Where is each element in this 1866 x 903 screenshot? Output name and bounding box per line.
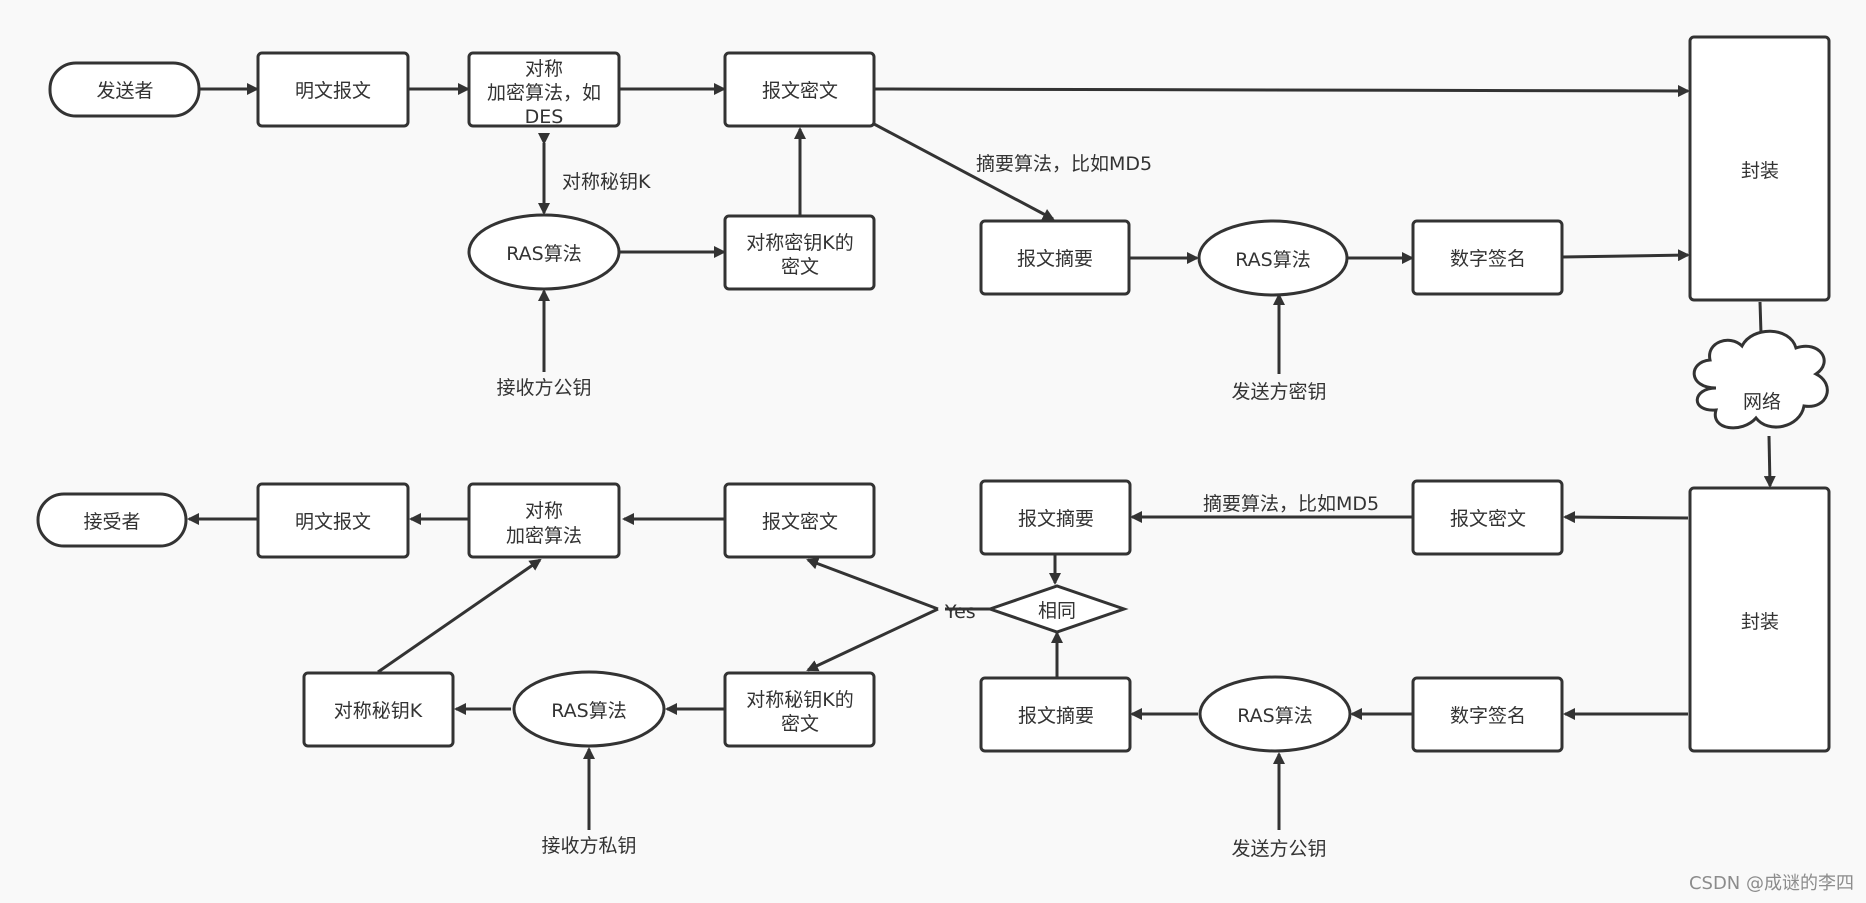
node-rsa-sign-label: RAS算法 [1235,249,1311,271]
edge-sig1-pack1 [1561,249,1690,262]
node-rsa-decrypt-key: RAS算法 [512,670,666,748]
node-rsa-verify: RAS算法 [1198,675,1352,753]
node-digest-top-label: 报文摘要 [1017,248,1093,270]
label-sender-public-key: 发送方公钥 [1231,838,1326,860]
node-ciphertext-top: 报文密文 [723,51,876,128]
node-symkey-label: 对称秘钥K [334,700,423,722]
node-symkey-cipher-bottom-line2: 密文 [781,713,819,735]
label-yes: Yes [944,601,976,623]
node-sym-encrypt: 对称 加密算法，如 DES [467,51,621,128]
node-symkey-cipher-top: 对称密钥K的 密文 [723,214,876,291]
node-plaintext-top: 明文报文 [256,51,410,128]
node-ciphertext-bottom-label: 报文密文 [762,511,838,533]
node-plaintext-top-label: 明文报文 [295,80,371,102]
label-receiver-private-key: 接收方私钥 [541,835,636,857]
node-package-bottom: 封装 [1688,486,1831,753]
node-sym-decrypt-line2: 加密算法 [506,525,582,547]
edge-pack2-cipher2 [1563,511,1689,524]
node-digest-computed-label: 报文摘要 [1018,508,1094,530]
watermark: CSDN @成谜的李四 [1688,873,1854,894]
node-rsa-decrypt-key-label: RAS算法 [551,700,627,722]
node-ciphertext-received-label: 报文密文 [1450,508,1526,530]
network-cloud-icon [1692,329,1829,430]
edge-yes-symkeyenc2 [806,607,939,672]
node-package-bottom-label: 封装 [1741,611,1779,633]
node-ciphertext-bottom: 报文密文 [723,482,876,559]
node-sym-encrypt-line1: 对称 [525,58,563,80]
node-sym-encrypt-line3: DES [525,106,564,128]
node-sender: 发送者 [48,61,201,118]
node-signature-received: 数字签名 [1411,676,1564,753]
edge-cipher1-pack1 [873,84,1690,97]
node-digest-computed: 报文摘要 [979,479,1132,556]
node-digest-decrypted: 报文摘要 [979,676,1132,753]
node-signature-received-label: 数字签名 [1450,705,1526,727]
edge-labels: 对称秘钥K 接收方公钥 摘要算法，比如MD5 发送方密钥 摘要算法，比如MD5 … [496,153,1379,860]
node-plaintext-bottom-label: 明文报文 [295,511,371,533]
node-package-top: 封装 [1688,35,1831,302]
node-rsa-encrypt-key: RAS算法 [467,213,621,291]
node-receiver: 接受者 [36,492,188,548]
node-same-decision-label: 相同 [1038,600,1076,622]
edge-cipher1-digest1 [873,122,1055,221]
node-sym-decrypt: 对称 加密算法 [467,482,621,559]
node-sym-encrypt-line2: 加密算法，如 [487,82,601,104]
node-symkey-cipher-bottom-line1: 对称秘钥K的 [746,689,853,711]
node-symkey-cipher-top-line2: 密文 [781,256,819,278]
edge-symkey-symdec [377,558,542,674]
node-ciphertext-received: 报文密文 [1411,479,1564,556]
node-rsa-verify-label: RAS算法 [1237,705,1313,727]
node-digest-top: 报文摘要 [979,219,1131,296]
label-digest-algo-top: 摘要算法，比如MD5 [976,153,1152,175]
node-rsa-sign: RAS算法 [1197,219,1349,297]
node-same-decision: 相同 [985,584,1129,634]
node-symkey: 对称秘钥K [302,671,455,748]
node-receiver-label: 接受者 [83,511,140,533]
node-signature-top: 数字签名 [1411,219,1564,296]
label-sender-private-key: 发送方密钥 [1231,381,1326,403]
node-sender-label: 发送者 [96,80,153,102]
node-digest-decrypted-label: 报文摘要 [1018,705,1094,727]
node-sym-decrypt-line1: 对称 [525,500,563,522]
node-signature-top-label: 数字签名 [1450,248,1526,270]
node-network: 网络 [1692,329,1829,430]
label-receiver-public-key: 接收方公钥 [496,377,591,399]
node-symkey-cipher-bottom: 对称秘钥K的 密文 [723,671,876,748]
node-symkey-cipher-top-line1: 对称密钥K的 [746,232,853,254]
node-network-label: 网络 [1743,391,1781,413]
node-package-top-label: 封装 [1741,160,1779,182]
edge-network-pack2 [1763,435,1776,488]
label-digest-algo-bottom: 摘要算法，比如MD5 [1203,493,1379,515]
node-rsa-encrypt-key-label: RAS算法 [506,243,582,265]
edge-yes-cipher3 [806,557,939,611]
label-symkey-edge: 对称秘钥K [562,171,651,193]
node-plaintext-bottom: 明文报文 [256,482,410,559]
node-ciphertext-top-label: 报文密文 [762,80,838,102]
